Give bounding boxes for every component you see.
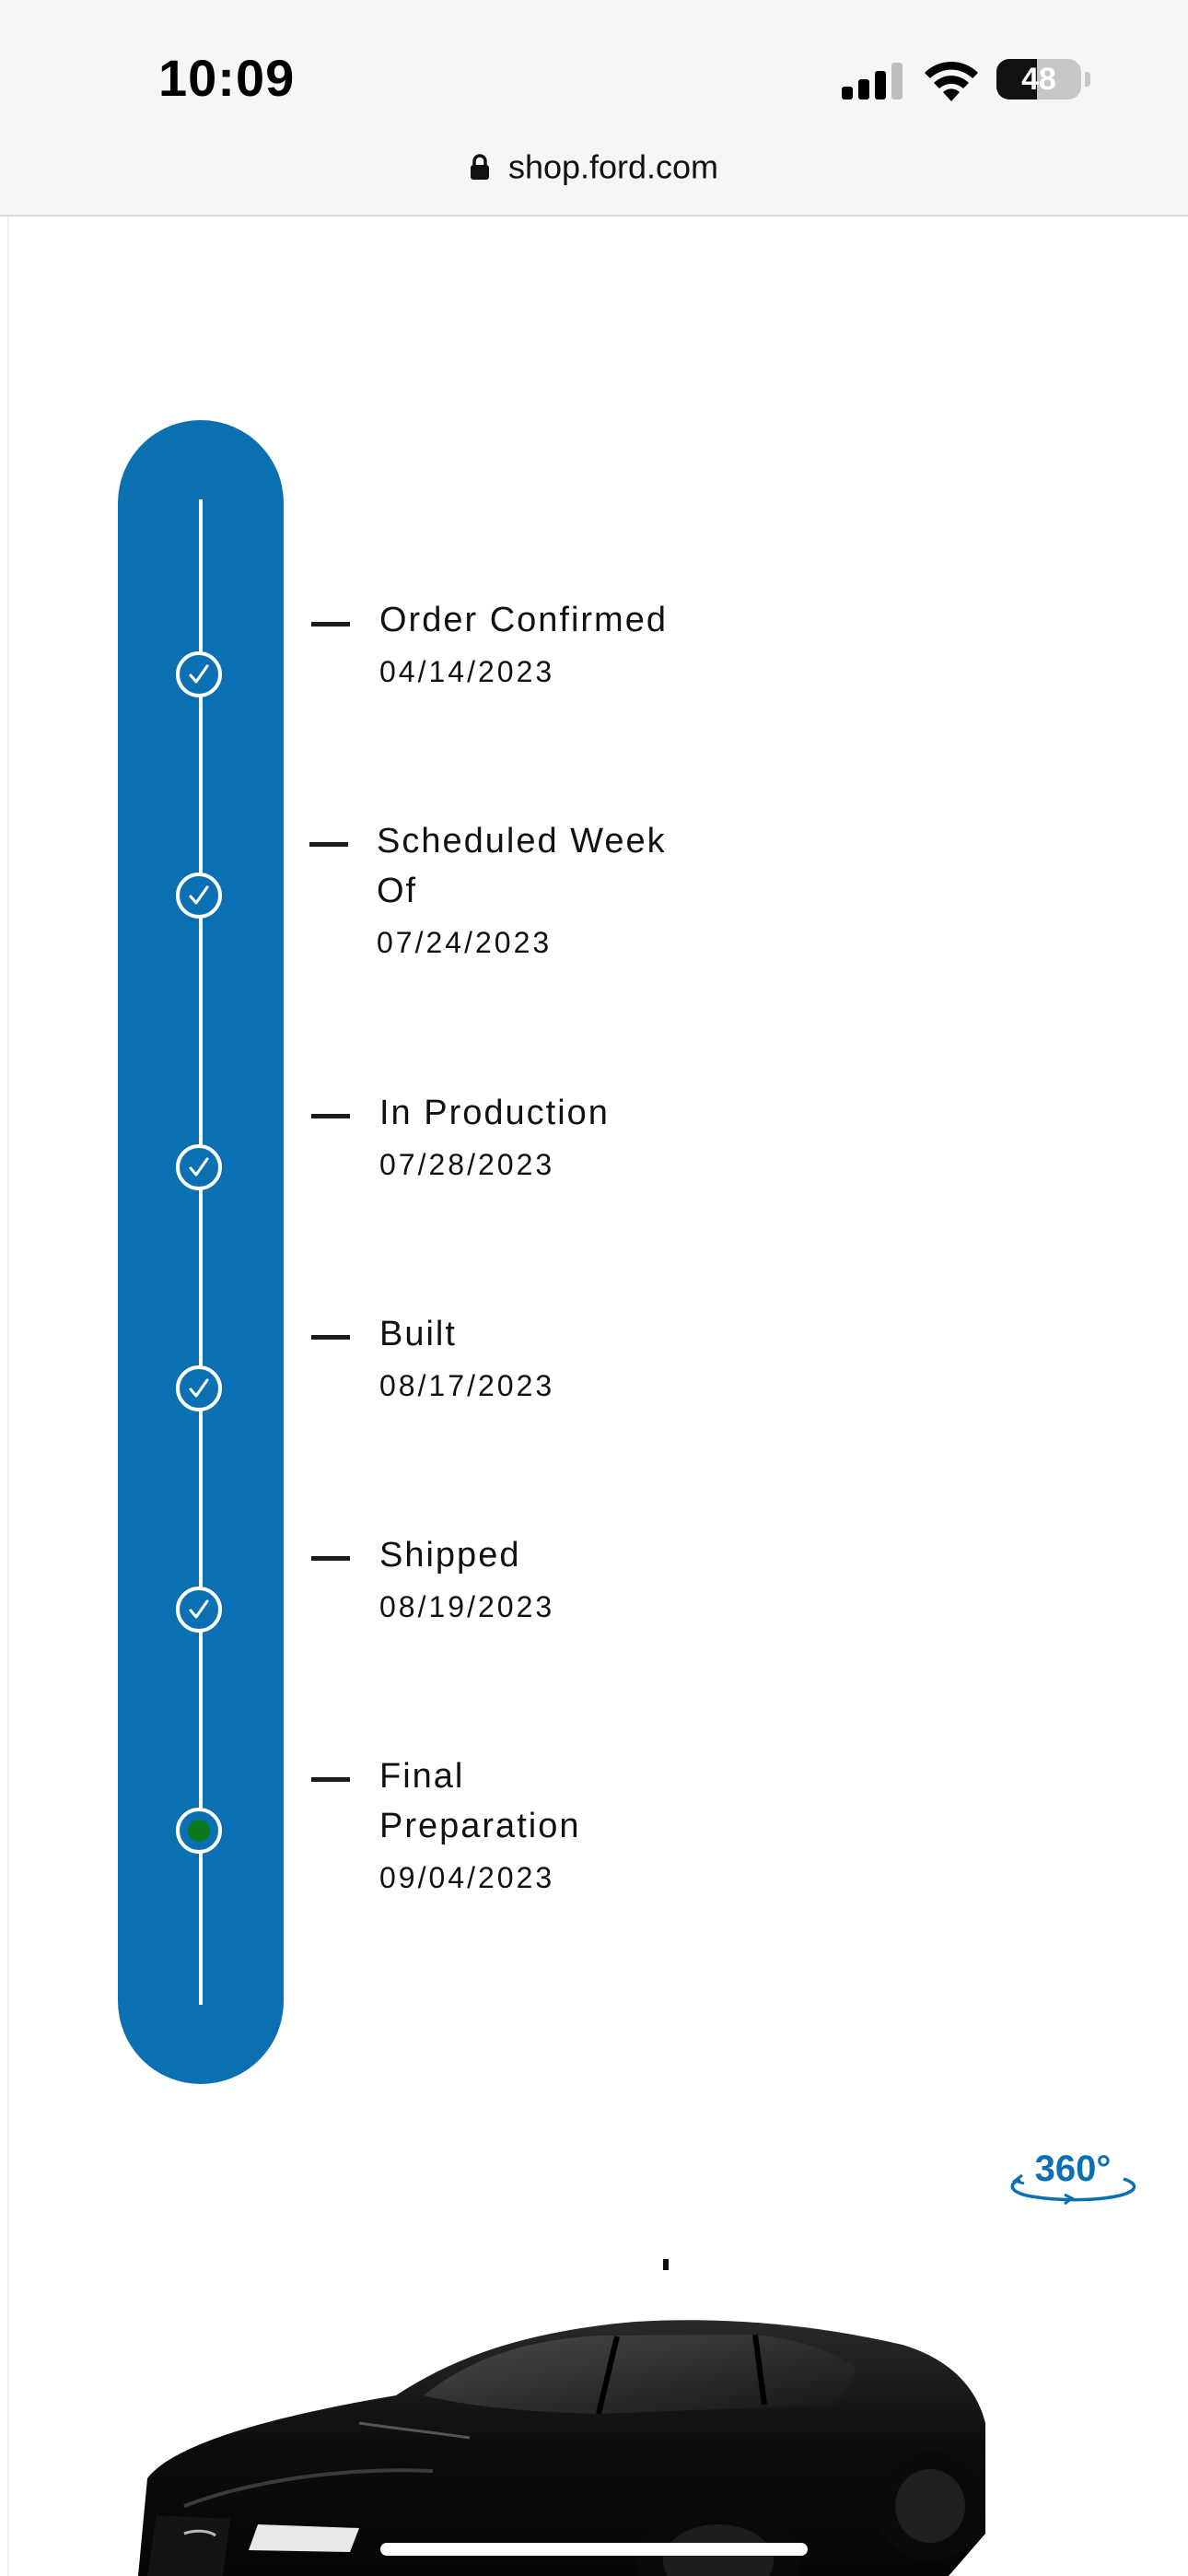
step-marker <box>309 842 348 847</box>
battery-percent: 48 <box>1021 62 1056 97</box>
cellular-signal-icon <box>842 63 903 100</box>
vehicle-image <box>138 2259 985 2576</box>
home-indicator <box>380 2543 808 2556</box>
step-title: Shipped <box>379 1536 521 1575</box>
step-date: 07/24/2023 <box>377 926 553 959</box>
step-date: 08/19/2023 <box>379 1590 555 1623</box>
check-icon <box>189 1378 209 1398</box>
check-icon <box>189 664 209 684</box>
step-title: In Production <box>379 1094 610 1132</box>
step-date: 04/14/2023 <box>379 655 555 688</box>
browser-chrome: 10:09 48 shop.ford.com <box>0 0 1188 217</box>
url-text: shop.ford.com <box>507 147 719 186</box>
step-title: Order Confirmed <box>379 601 668 639</box>
step-marker <box>311 1556 350 1561</box>
step-title: Final Preparation <box>379 1757 581 1845</box>
step-date: 08/17/2023 <box>379 1369 555 1402</box>
step-complete-node <box>176 1365 222 1411</box>
check-icon <box>189 1157 209 1177</box>
view-360-button[interactable]: 360° <box>1004 2149 1142 2213</box>
step-title: Scheduled Week Of <box>377 822 667 910</box>
step-current-node <box>176 1808 222 1854</box>
step-date: 09/04/2023 <box>379 1861 555 1894</box>
lock-icon <box>470 154 489 181</box>
status-time: 10:09 <box>158 49 296 107</box>
check-icon <box>189 1599 209 1619</box>
rotate-360-icon <box>1010 2173 1136 2206</box>
step-complete-node <box>176 1587 222 1633</box>
step-marker <box>311 1335 350 1340</box>
address-bar[interactable]: shop.ford.com <box>0 146 1188 186</box>
view-360-label: 360° <box>1034 2149 1112 2189</box>
battery-icon: 48 <box>996 59 1081 100</box>
step-marker <box>311 1114 350 1118</box>
wifi-icon <box>925 61 978 101</box>
step-complete-node <box>176 872 222 919</box>
step-title: Built <box>379 1315 457 1353</box>
check-icon <box>189 885 209 905</box>
step-date: 07/28/2023 <box>379 1148 555 1181</box>
step-marker <box>311 1777 350 1782</box>
step-complete-node <box>176 1144 222 1190</box>
step-marker <box>311 622 350 626</box>
timeline-line <box>199 499 203 2005</box>
battery-fill <box>996 59 1038 100</box>
battery-nub <box>1085 72 1090 87</box>
step-complete-node <box>176 651 222 697</box>
current-dot-icon <box>188 1820 210 1842</box>
